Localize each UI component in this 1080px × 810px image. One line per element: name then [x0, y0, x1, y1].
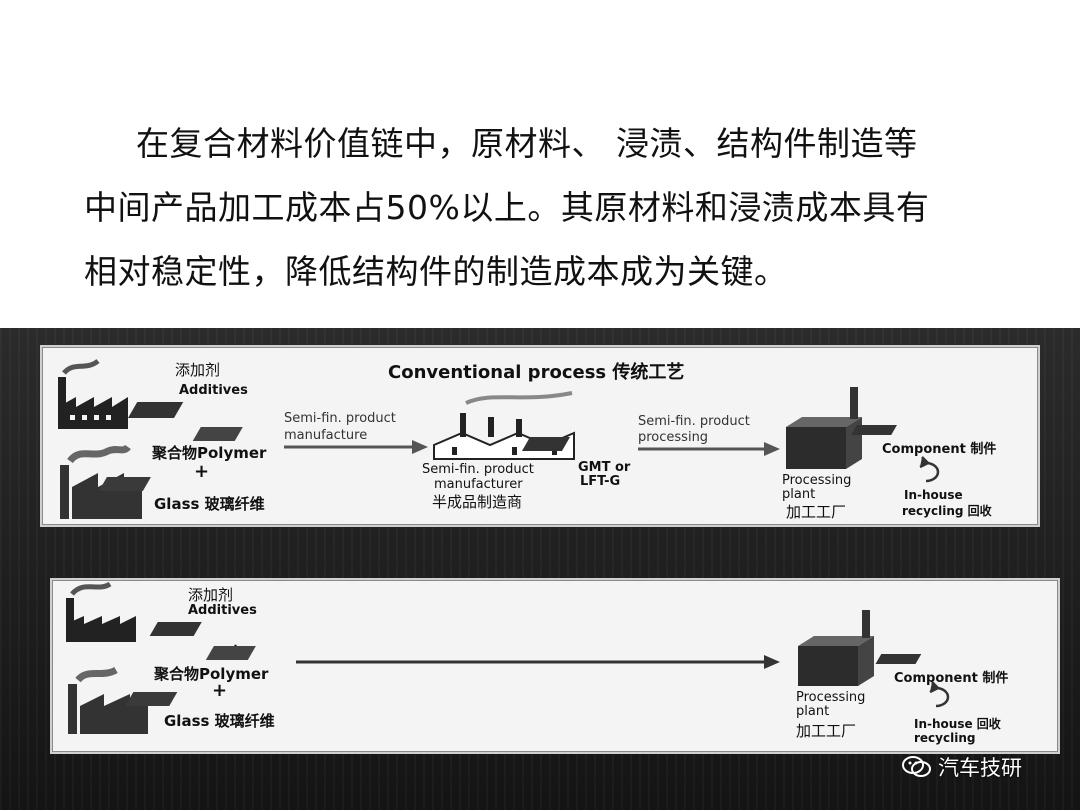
- additives-en-label: Additives: [179, 383, 248, 398]
- polymer-label: 聚合物Polymer: [153, 665, 269, 683]
- gmt-label-line2: LFT-G: [580, 474, 620, 489]
- plant-cn-label: 加工工厂: [796, 722, 856, 740]
- intro-line-2: 中间产品加工成本占50%以上。其原材料和浸渍成本具有: [84, 188, 930, 227]
- plant-label-line2: plant: [796, 704, 829, 719]
- material-pellets-icon: [192, 427, 243, 441]
- material-pellets-icon: [98, 477, 151, 491]
- arrow2-label-line1: Semi-fin. product: [638, 414, 750, 429]
- arrow2-label-line2: processing: [638, 430, 708, 445]
- intro-paragraph: 在复合材料价值链中，原材料、 浸渍、结构件制造等 中间产品加工成本占50%以上。…: [84, 112, 1004, 304]
- component-icon: [851, 425, 897, 435]
- material-pellets-icon: [128, 402, 184, 418]
- component-icon: [875, 654, 922, 664]
- additives-cn-label: 添加剂: [188, 586, 233, 604]
- direct-process-panel: 添加剂 Additives + 聚合物Polymer + Glass 玻璃纤维 …: [50, 578, 1060, 754]
- plant-label-line1: Processing: [782, 473, 851, 488]
- polymer-label: 聚合物Polymer: [151, 444, 267, 462]
- material-pellets-icon: [205, 646, 256, 660]
- plus-icon: +: [212, 680, 227, 701]
- processing-plant-icon: [798, 610, 874, 686]
- arrow-icon: [638, 442, 780, 456]
- intro-line-1: 在复合材料价值链中，原材料、 浸渍、结构件制造等: [136, 124, 918, 163]
- manufacturer-label-line1: Semi-fin. product: [422, 462, 534, 477]
- intro-line-3: 相对稳定性，降低结构件的制造成本成为关键。: [84, 252, 788, 291]
- gmt-label-line1: GMT or: [578, 460, 631, 475]
- recycling-label-line1: In-house: [904, 488, 963, 502]
- conventional-process-title: Conventional process 传统工艺: [388, 361, 684, 383]
- glass-label: Glass 玻璃纤维: [154, 495, 265, 513]
- arrow-icon: [284, 440, 428, 454]
- recycling-icon: [929, 681, 950, 708]
- glass-label: Glass 玻璃纤维: [164, 712, 275, 730]
- watermark-text: 汽车技研: [938, 756, 1022, 780]
- plant-cn-label: 加工工厂: [786, 503, 846, 521]
- recycling-icon: [919, 456, 940, 483]
- conventional-process-panel: 添加剂 Additives + 聚合物Polymer + Glass 玻璃纤维 …: [40, 345, 1040, 527]
- material-pellets-icon: [125, 692, 178, 706]
- plant-label-line1: Processing: [796, 690, 865, 705]
- factory-icon: [60, 444, 142, 519]
- manufacturer-cn-label: 半成品制造商: [432, 493, 522, 511]
- processing-plant-icon: [786, 387, 862, 469]
- sheet-stack-icon: [521, 437, 571, 451]
- plant-label-line2: plant: [782, 487, 815, 502]
- component-label: Component 制件: [894, 670, 1008, 686]
- factory-icon: [68, 666, 148, 734]
- factory-icon: [66, 581, 136, 642]
- arrow1-label-line2: manufacture: [284, 428, 367, 443]
- recycling-label-line1: In-house 回收: [914, 716, 1001, 731]
- additives-cn-label: 添加剂: [175, 361, 220, 379]
- arrow-icon: [296, 655, 780, 669]
- manufacturer-building-icon: [433, 391, 575, 460]
- factory-icon: [58, 358, 128, 429]
- plus-icon: +: [194, 461, 209, 482]
- manufacturer-label-line2: manufacturer: [434, 477, 523, 492]
- wechat-icon: [902, 756, 931, 777]
- additives-en-label: Additives: [188, 603, 257, 618]
- recycling-label-line2: recycling 回收: [902, 503, 992, 518]
- arrow1-label-line1: Semi-fin. product: [284, 411, 396, 426]
- material-pellets-icon: [149, 622, 202, 636]
- watermark: 汽车技研: [902, 752, 1022, 782]
- recycling-label-line2: recycling: [914, 731, 975, 745]
- component-label: Component 制件: [882, 441, 996, 457]
